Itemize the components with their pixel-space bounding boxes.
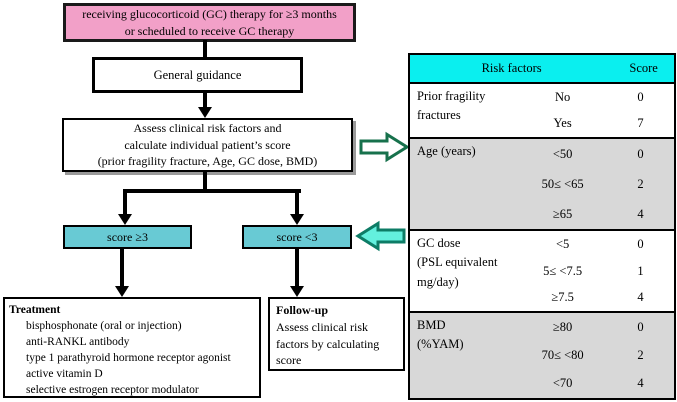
row-score: 4 <box>637 376 644 391</box>
row-value: <5 <box>555 236 570 251</box>
connector-line <box>203 92 207 108</box>
table-row: <50 0 <box>518 139 674 169</box>
group-rows: <50 0 50≤ <65 2 ≥65 4 <box>518 139 674 229</box>
table-row: ≥7.5 4 <box>518 284 674 311</box>
group-rows: No 0 Yes 7 <box>518 84 674 137</box>
table-group-gc-dose: GC dose (PSL equivalent mg/day) <5 0 5≤ … <box>410 231 674 313</box>
treatment-item: type 1 parathyroid hormone receptor agon… <box>26 352 231 365</box>
group-label: Prior fragility fractures <box>417 89 486 123</box>
row-value: 5≤ <7.5 <box>543 263 583 278</box>
table-group-age: Age (years) <50 0 50≤ <65 2 ≥65 4 <box>410 139 674 231</box>
score-lt3-box: score <3 <box>242 225 352 249</box>
treatment-item: active vitamin D <box>26 368 103 381</box>
arrowhead-down-icon <box>290 214 304 225</box>
table-row: No 0 <box>518 84 674 111</box>
row-value: ≥7.5 <box>551 290 574 305</box>
row-score: 0 <box>637 89 644 104</box>
arrowhead-down-icon <box>290 286 304 297</box>
risk-factors-header: Risk factors <box>481 61 542 75</box>
row-value: ≥80 <box>552 319 573 334</box>
group-label: GC dose (PSL equivalent mg/day) <box>417 236 498 289</box>
row-score: 0 <box>637 146 644 161</box>
score-header: Score <box>629 61 658 75</box>
connector-line <box>120 248 124 287</box>
table-row: <70 4 <box>518 370 674 398</box>
table-row: 70≤ <80 2 <box>518 341 674 369</box>
row-score: 4 <box>637 290 644 305</box>
general-guidance-box: General guidance <box>92 57 303 93</box>
treatment-item: bisphosphonate (oral or injection) <box>26 320 182 333</box>
connector-line <box>203 172 207 191</box>
row-value: Yes <box>553 116 572 131</box>
connector-line <box>123 189 127 215</box>
treatment-item: anti-RANKL antibody <box>26 336 130 349</box>
score-ge3-box: score ≥3 <box>63 225 192 249</box>
arrowhead-down-icon <box>118 214 132 225</box>
followup-box: Follow-up Assess clinical risk factors b… <box>268 297 405 371</box>
followup-title: Follow-up <box>276 303 329 317</box>
connector-line <box>295 189 299 215</box>
table-row: ≥80 0 <box>518 313 674 341</box>
row-score: 2 <box>637 176 644 191</box>
table-group-bmd: BMD (%YAM) ≥80 0 70≤ <80 2 <70 4 <box>410 313 674 398</box>
row-value: <50 <box>552 146 573 161</box>
table-row: Yes 7 <box>518 111 674 138</box>
row-score: 2 <box>637 347 644 362</box>
table-row: ≥65 4 <box>518 199 674 229</box>
group-rows: <5 0 5≤ <7.5 1 ≥7.5 4 <box>518 231 674 311</box>
row-score: 7 <box>637 116 644 131</box>
group-label: BMD (%YAM) <box>417 318 464 352</box>
start-condition-box: receiving glucocorticoid (GC) therapy fo… <box>63 3 356 42</box>
row-score: 1 <box>637 263 644 278</box>
risk-factor-table: Risk factors Score Prior fragility fract… <box>408 53 676 400</box>
row-value: 50≤ <65 <box>541 176 584 191</box>
pointer-right-arrow-icon <box>359 131 410 163</box>
row-score: 0 <box>637 319 644 334</box>
followup-body: Assess clinical risk factors by calculat… <box>276 319 380 368</box>
group-label: Age (years) <box>417 144 476 158</box>
connector-line <box>203 40 207 58</box>
treatment-item: selective estrogen receptor modulator <box>26 384 199 397</box>
treatment-box: Treatment bisphosphonate (oral or inject… <box>3 297 261 398</box>
group-rows: ≥80 0 70≤ <80 2 <70 4 <box>518 313 674 398</box>
arrowhead-down-icon <box>198 107 212 118</box>
assess-risk-box: Assess clinical risk factors and calcula… <box>62 118 353 172</box>
arrowhead-down-icon <box>115 286 129 297</box>
table-row: <5 0 <box>518 231 674 258</box>
connector-line <box>295 249 299 287</box>
table-row: 5≤ <7.5 1 <box>518 258 674 285</box>
table-group-prior-fragility: Prior fragility fractures No 0 Yes 7 <box>410 84 674 139</box>
row-value: ≥65 <box>552 206 573 221</box>
row-value: 70≤ <80 <box>541 347 584 362</box>
treatment-title: Treatment <box>9 304 61 316</box>
row-value: <70 <box>552 376 573 391</box>
pointer-left-arrow-icon <box>355 220 406 252</box>
treatment-list: bisphosphonate (oral or injection) anti-… <box>9 318 255 398</box>
connector-line <box>123 189 301 193</box>
row-score: 4 <box>637 206 644 221</box>
table-row: 50≤ <65 2 <box>518 169 674 199</box>
row-value: No <box>554 89 571 104</box>
table-header-row: Risk factors Score <box>410 55 674 84</box>
row-score: 0 <box>637 236 644 251</box>
